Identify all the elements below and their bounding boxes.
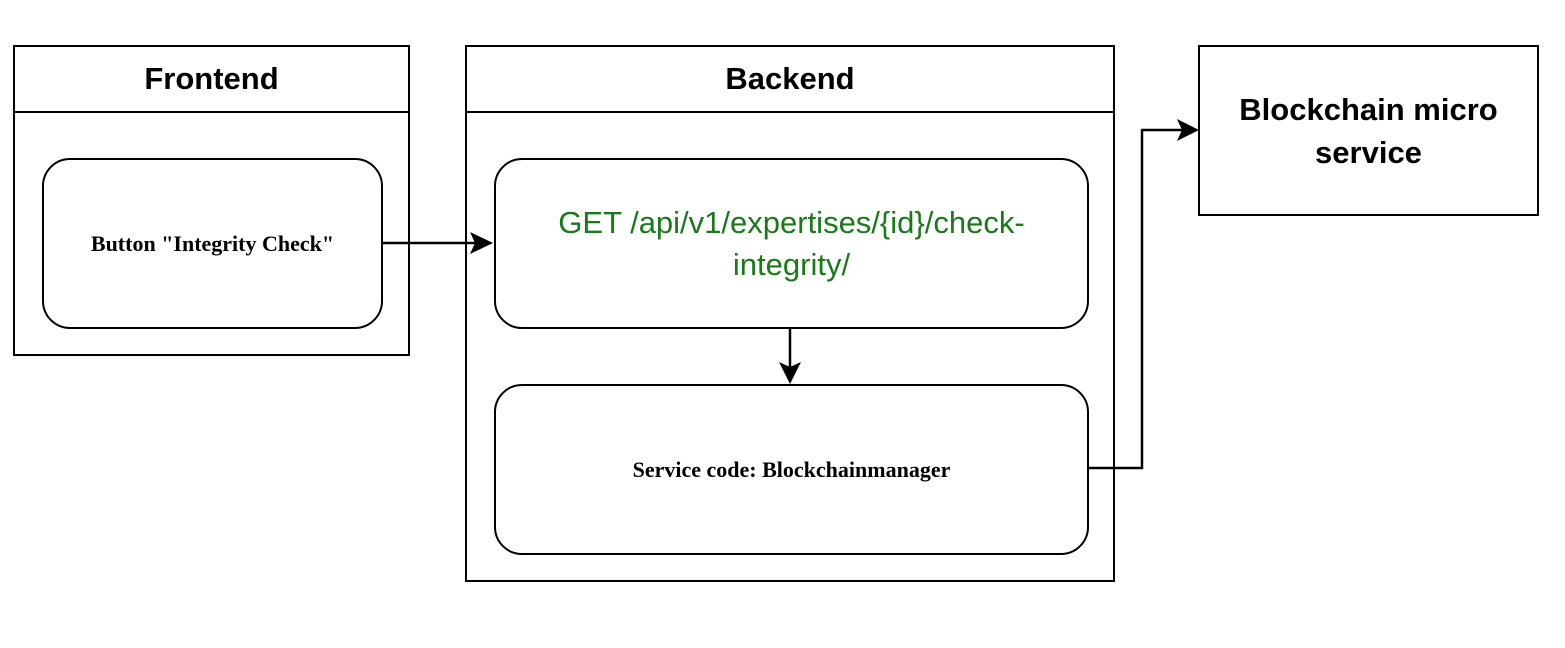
- blockchain-service-label: Blockchain micro service: [1239, 91, 1498, 170]
- endpoint-label: GET /api/v1/expertises/{id}/check-integr…: [558, 204, 1025, 282]
- integrity-check-button-label: Button "Integrity Check": [90, 230, 335, 256]
- blockchain-service-node: Blockchain micro service: [1198, 45, 1539, 216]
- backend-title: Backend: [467, 47, 1113, 113]
- backend-container: Backend GET /api/v1/expertises/{id}/chec…: [465, 45, 1115, 582]
- service-node: Service code: Blockchainmanager: [494, 384, 1089, 555]
- arrowhead-service: [779, 362, 801, 384]
- arrowhead-endpoint: [470, 232, 493, 254]
- endpoint-node: GET /api/v1/expertises/{id}/check-integr…: [494, 158, 1089, 329]
- edge-service-to-blockchain: [1087, 128, 1182, 470]
- frontend-title: Frontend: [15, 47, 408, 113]
- arrowhead-blockchain: [1177, 119, 1199, 141]
- service-label: Service code: Blockchainmanager: [632, 456, 951, 482]
